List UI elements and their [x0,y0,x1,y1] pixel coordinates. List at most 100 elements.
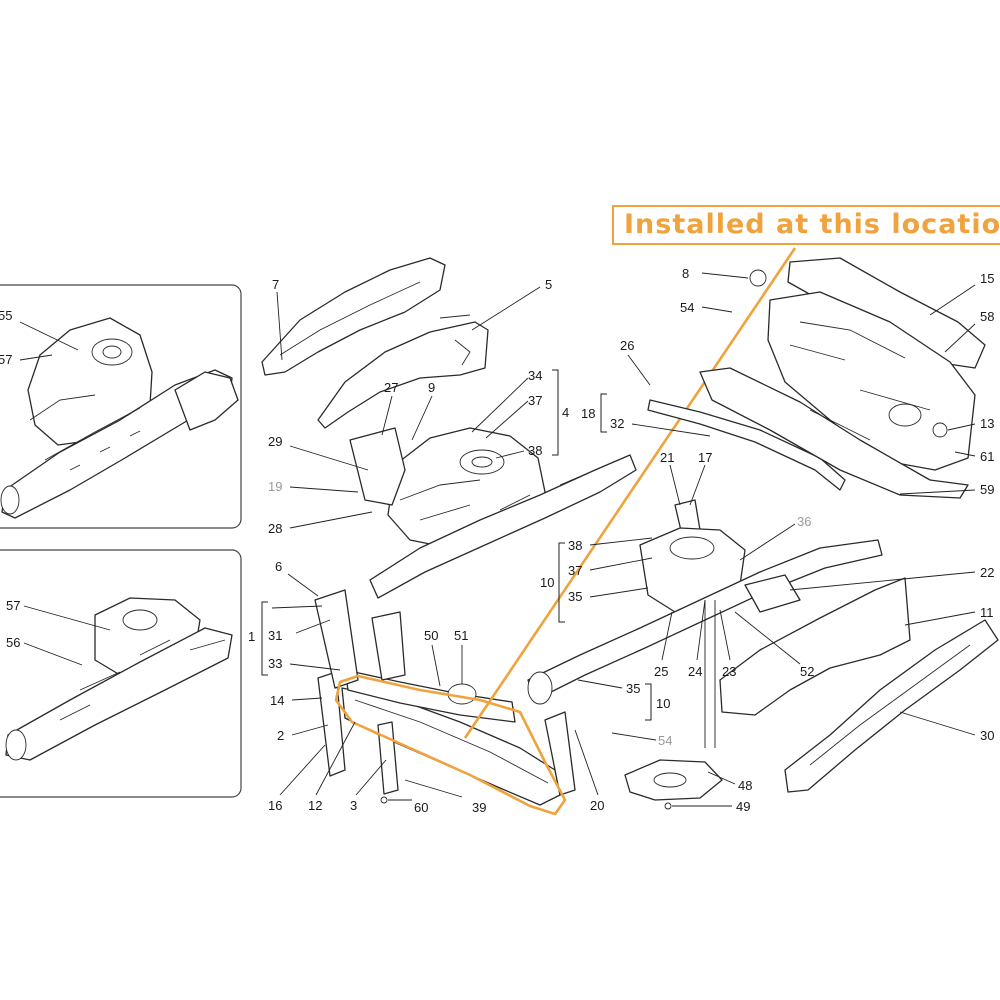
leader-54a [701,306,733,313]
bracket-1 [261,601,268,676]
leader-27 [381,395,393,436]
part-15-detail [789,321,931,441]
leader-35a [589,587,649,598]
leader-57a [19,354,53,361]
inset-top [0,284,242,529]
part-30-detail [809,644,971,766]
leader-57b [23,605,111,631]
callout-33: 33 [268,656,282,671]
callout-57a: 57 [0,352,12,367]
part-48-seat-hole [653,772,687,788]
part-4-tower-top-inner [471,456,493,468]
leader-29 [289,445,369,471]
leader-24 [696,599,706,661]
leader-13 [947,423,976,431]
callout-13: 13 [980,416,994,431]
inset-top-arm [174,371,239,431]
part-4-side-rail [369,454,637,599]
leader-28 [289,511,373,529]
callout-35a: 35 [568,589,582,604]
inset-top-rail-end [0,485,20,515]
inset-top-tower-cap-inner [102,345,122,359]
part-51-mount [447,683,477,705]
leader-58 [944,323,976,353]
leader-37b [589,557,653,571]
callout-20: 20 [590,798,604,813]
inset-bottom-detail [59,639,226,721]
leader-lines [19,272,976,807]
leader-26 [627,354,651,386]
right-assembly [699,257,999,793]
leader-30 [899,711,976,736]
part-13-port-b [932,422,948,438]
callout-38b: 38 [568,538,582,553]
callout-21: 21 [660,450,674,465]
callout-59: 59 [980,482,994,497]
leader-56 [23,642,83,666]
callout-61: 61 [980,449,994,464]
callout-14: 14 [270,693,284,708]
callout-3: 3 [350,798,357,813]
part-18-crossbar [647,399,846,491]
leader-48 [707,771,736,785]
leader-32 [631,423,711,437]
callout-22: 22 [980,565,994,580]
leader-38a [495,450,525,459]
callout-18: 18 [581,406,595,421]
part-8-grommet [749,269,767,287]
bracket-18 [600,393,607,433]
callout-2: 2 [277,728,284,743]
part-31-upright [314,589,359,689]
callout-37a: 37 [528,393,542,408]
leader-8 [701,272,749,279]
leader-52 [734,611,801,665]
callout-7: 7 [272,277,279,292]
callout-27: 27 [384,380,398,395]
part-10-tower-top [669,536,715,560]
leader-22 [789,571,976,591]
callout-11: 11 [980,605,994,620]
installed-location-banner: Installed at this location [612,205,1000,245]
callout-52: 52 [800,664,814,679]
leader-11 [904,611,976,626]
callout-6: 6 [275,559,282,574]
part-19-bracket [349,427,406,506]
part-7-detail [279,281,421,356]
leader-19 [289,486,359,493]
callout-36: 36 [797,514,811,529]
part-22-bracket [744,574,801,613]
leader-31a [271,605,323,609]
highlight-outline [334,674,567,816]
leader-15 [929,284,976,316]
callout-39: 39 [472,800,486,815]
inset-bottom-rail-end [5,729,27,761]
part-13-port-a [888,403,922,427]
callout-10: 10 [540,575,554,590]
callout-49: 49 [736,799,750,814]
part-50-upright [371,611,406,681]
callout-24: 24 [688,664,702,679]
part-35-rail-end [527,671,553,705]
inset-bottom [0,549,242,798]
installed-location-text: Installed at this location [624,209,1000,240]
callout-38a: 38 [528,443,542,458]
leader-59 [899,489,976,495]
leader-25 [661,611,673,661]
callout-10b: 10 [656,696,670,711]
callout-25: 25 [654,664,668,679]
part-4-detail [399,467,601,521]
callout-58: 58 [980,309,994,324]
leader-37a [485,400,529,439]
part-5-detail [439,314,471,366]
leader-61 [954,451,976,457]
part-39-detail [354,699,549,784]
callout-12: 12 [308,798,322,813]
highlight-pointer [463,247,797,739]
leader-34 [471,377,529,433]
fender-apron-upper [261,257,489,429]
inset-bottom-rail [5,627,233,761]
leader-38b [589,537,653,546]
leader-23 [719,609,731,661]
callout-26: 26 [620,338,634,353]
leader-35b [577,679,623,689]
